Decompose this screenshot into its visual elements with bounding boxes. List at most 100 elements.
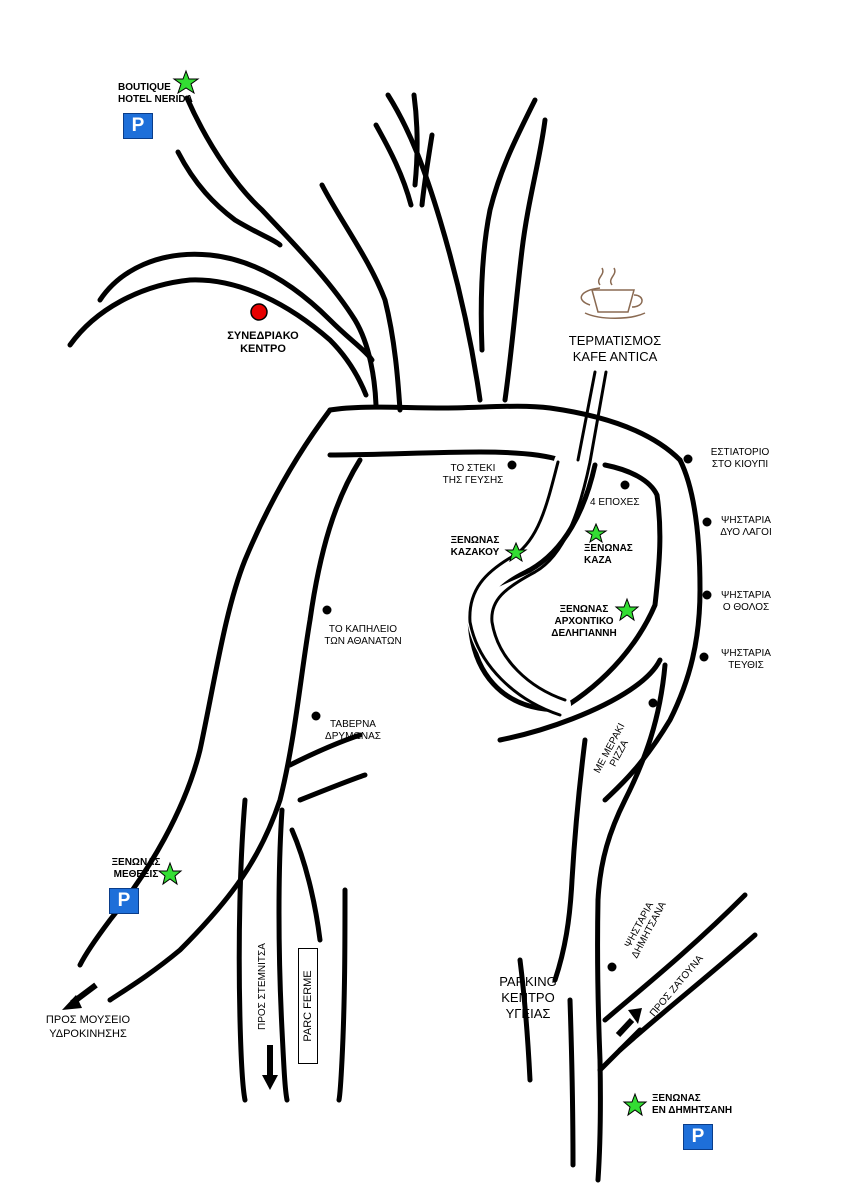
road-ne-b bbox=[411, 92, 420, 188]
label-steki: ΤΟ ΣΤΕΚΙ ΤΗΣ ΓΕΥΣΗΣ bbox=[433, 463, 513, 487]
label-termatismos-line1: ΤΕΡΜΑΤΙΣΜΟΣ bbox=[568, 333, 662, 348]
label-kapileio-line1: ΤΟ ΚΑΠΗΛΕΙΟ bbox=[328, 624, 398, 635]
stairs-line-b bbox=[588, 370, 608, 464]
label-en-dimitsani-line1: ΞΕΝΩΝΑΣ bbox=[652, 1093, 701, 1104]
label-pros-mouseio: ΠΡΟΣ ΜΟΥΣΕΙΟ ΥΔΡΟΚΙΝΗΣΗΣ bbox=[24, 1013, 152, 1041]
road-west-inner bbox=[107, 457, 363, 1003]
road-meraki-b bbox=[552, 737, 588, 983]
parking-metheksis: P bbox=[109, 888, 139, 914]
label-kaza: ΞΕΝΩΝΑΣ ΚΑΖΑ bbox=[584, 543, 633, 567]
label-kiouipi-line2: ΣΤΟ ΚΙΟΥΠΙ bbox=[711, 459, 769, 470]
label-termatismos-line2: KAFE ANTICA bbox=[572, 349, 658, 364]
star-arxontiko-icon bbox=[614, 597, 640, 622]
arrow-stemnitsa-icon bbox=[262, 1045, 278, 1090]
label-steki-line2: ΤΗΣ ΓΕΥΣΗΣ bbox=[442, 475, 504, 486]
label-kapileio: ΤΟ ΚΑΠΗΛΕΙΟ ΤΩΝ ΑΘΑΝΑΤΩΝ bbox=[315, 624, 411, 648]
road-trunk-left bbox=[319, 182, 403, 413]
road-junction-top bbox=[327, 403, 683, 463]
dot-psistaria-dimitsana-icon bbox=[607, 962, 617, 972]
label-kazakou-line1: ΞΕΝΩΝΑΣ bbox=[450, 535, 500, 546]
star-kazakou-icon bbox=[504, 541, 528, 563]
label-parking-kentro-line1: PARKING bbox=[499, 974, 557, 989]
label-teythis-line1: ΨΗΣΤΑΡΙΑ bbox=[721, 648, 771, 659]
label-teythis-line2: ΤΕΥΘΙΣ bbox=[728, 660, 764, 671]
label-parc-ferme: PARC FERME bbox=[302, 970, 314, 1042]
road-nne bbox=[478, 97, 538, 353]
dot-dyolagoi-icon bbox=[702, 517, 712, 527]
road-south-a bbox=[236, 797, 248, 1103]
road-loop bbox=[97, 251, 375, 363]
road-west-outer bbox=[77, 407, 333, 968]
stairs-edge-a bbox=[468, 460, 562, 717]
coffee-cup-icon bbox=[580, 267, 646, 319]
road-east-outer bbox=[602, 457, 703, 803]
dot-meraki-icon bbox=[648, 698, 658, 708]
label-metheksis-line1: ΞΕΝΩΝΑΣ bbox=[111, 857, 161, 868]
label-epoxes: 4 ΕΠΟΧΕΣ bbox=[590, 497, 640, 508]
road-east-inner bbox=[557, 462, 663, 713]
parking-symbol: P bbox=[117, 890, 131, 911]
label-teythis: ΨΗΣΤΑΡΙΑ ΤΕΥΘΙΣ bbox=[715, 648, 777, 672]
label-kazakou: ΞΕΝΩΝΑΣ ΚΑΖΑΚΟΥ bbox=[445, 535, 505, 559]
dot-tholos-icon bbox=[702, 590, 712, 600]
dot-kapileio-icon bbox=[322, 605, 332, 615]
parking-boutique: P bbox=[123, 113, 153, 139]
road-loop-bottom bbox=[497, 657, 663, 743]
star-boutique-icon bbox=[172, 69, 200, 95]
road-side-2 bbox=[297, 772, 368, 803]
dot-epoxes-icon bbox=[620, 480, 630, 490]
label-taverna-line1: ΤΑΒΕΡΝΑ bbox=[330, 719, 376, 730]
label-tholos-line2: Ο ΘΟΛΟΣ bbox=[722, 602, 770, 613]
label-en-dimitsani: ΞΕΝΩΝΑΣ ΕΝ ΔΗΜΗΤΣΑΝΗ bbox=[652, 1093, 732, 1117]
road-south-c bbox=[289, 827, 323, 943]
label-boutique-line1: BOUTIQUE bbox=[118, 82, 171, 93]
label-steki-line1: ΤΟ ΣΤΕΚΙ bbox=[450, 463, 496, 474]
road-se-3 bbox=[567, 997, 576, 1168]
stairs-edge-b bbox=[490, 460, 592, 702]
label-synedriako: ΣΥΝΕΔΡΙΑΚΟ ΚΕΝΤΡΟ bbox=[215, 330, 311, 356]
arrow-zatouna-icon bbox=[615, 1008, 642, 1038]
label-kiouipi: ΕΣΤΙΑΤΟΡΙΟ ΣΤΟ ΚΙΟΥΠΙ bbox=[700, 447, 780, 471]
parking-symbol: P bbox=[131, 115, 145, 136]
dot-kiouipi-icon bbox=[683, 454, 693, 464]
label-arxontiko-line1: ΞΕΝΩΝΑΣ bbox=[559, 604, 609, 615]
label-tholos-line1: ΨΗΣΤΑΡΙΑ bbox=[721, 590, 771, 601]
label-pros-mouseio-line2: ΥΔΡΟΚΙΝΗΣΗΣ bbox=[49, 1028, 127, 1040]
label-arxontiko-line3: ΔΕΛΗΓΙΑΝΝΗ bbox=[551, 628, 617, 639]
parc-ferme-sign: PARC FERME bbox=[298, 948, 318, 1064]
label-kapileio-line2: ΤΩΝ ΑΘΑΝΑΤΩΝ bbox=[324, 636, 402, 647]
label-kazakou-line2: ΚΑΖΑΚΟΥ bbox=[450, 547, 500, 558]
road-north-right bbox=[502, 117, 548, 403]
road-side-1 bbox=[287, 732, 363, 768]
dot-steki-icon bbox=[507, 460, 517, 470]
dot-taverna-icon bbox=[311, 711, 321, 721]
road-cross-west bbox=[327, 449, 563, 463]
road-zatouna-3 bbox=[597, 1027, 643, 1073]
star-en-dimitsani-icon bbox=[622, 1092, 648, 1117]
road-zatouna-1 bbox=[602, 892, 748, 1023]
label-dyolagoi-line1: ΨΗΣΤΑΡΙΑ bbox=[721, 515, 771, 526]
road-ne-a bbox=[373, 122, 414, 208]
label-synedriako-line1: ΣΥΝΕΔΡΙΑΚΟ bbox=[227, 330, 299, 342]
label-boutique-line2: HOTEL NERIDA bbox=[118, 94, 193, 105]
road-se-1 bbox=[517, 957, 533, 1083]
arrow-mouseio-icon bbox=[62, 982, 98, 1010]
label-tholos: ΨΗΣΤΑΡΙΑ Ο ΘΟΛΟΣ bbox=[715, 590, 777, 614]
dot-teythis-icon bbox=[699, 652, 709, 662]
label-termatismos: ΤΕΡΜΑΤΙΣΜΟΣ KAFE ANTICA bbox=[555, 333, 675, 365]
road-meraki-a bbox=[595, 662, 668, 903]
parking-symbol: P bbox=[691, 1126, 705, 1147]
label-en-dimitsani-line2: ΕΝ ΔΗΜΗΤΣΑΝΗ bbox=[652, 1105, 733, 1116]
star-metheksis-icon bbox=[157, 861, 183, 886]
label-parking-kentro: PARKING ΚΕΝΤΡΟ ΥΓΕΙΑΣ bbox=[487, 974, 569, 1022]
label-dyolagoi-line2: ΔΥΟ ΛΑΓΟΙ bbox=[720, 527, 772, 538]
parking-en-dimitsani: P bbox=[683, 1124, 713, 1150]
label-boutique: BOUTIQUE HOTEL NERIDA bbox=[118, 82, 193, 106]
road-south-b bbox=[276, 807, 290, 1103]
star-kaza-icon bbox=[584, 522, 608, 544]
label-metheksis: ΞΕΝΩΝΑΣ ΜΕΘΕΞΙΣ bbox=[108, 857, 164, 881]
label-dyolagoi: ΨΗΣΤΑΡΙΑ ΔΥΟ ΛΑΓΟΙ bbox=[715, 515, 777, 539]
label-kaza-line1: ΞΕΝΩΝΑΣ bbox=[584, 543, 633, 554]
